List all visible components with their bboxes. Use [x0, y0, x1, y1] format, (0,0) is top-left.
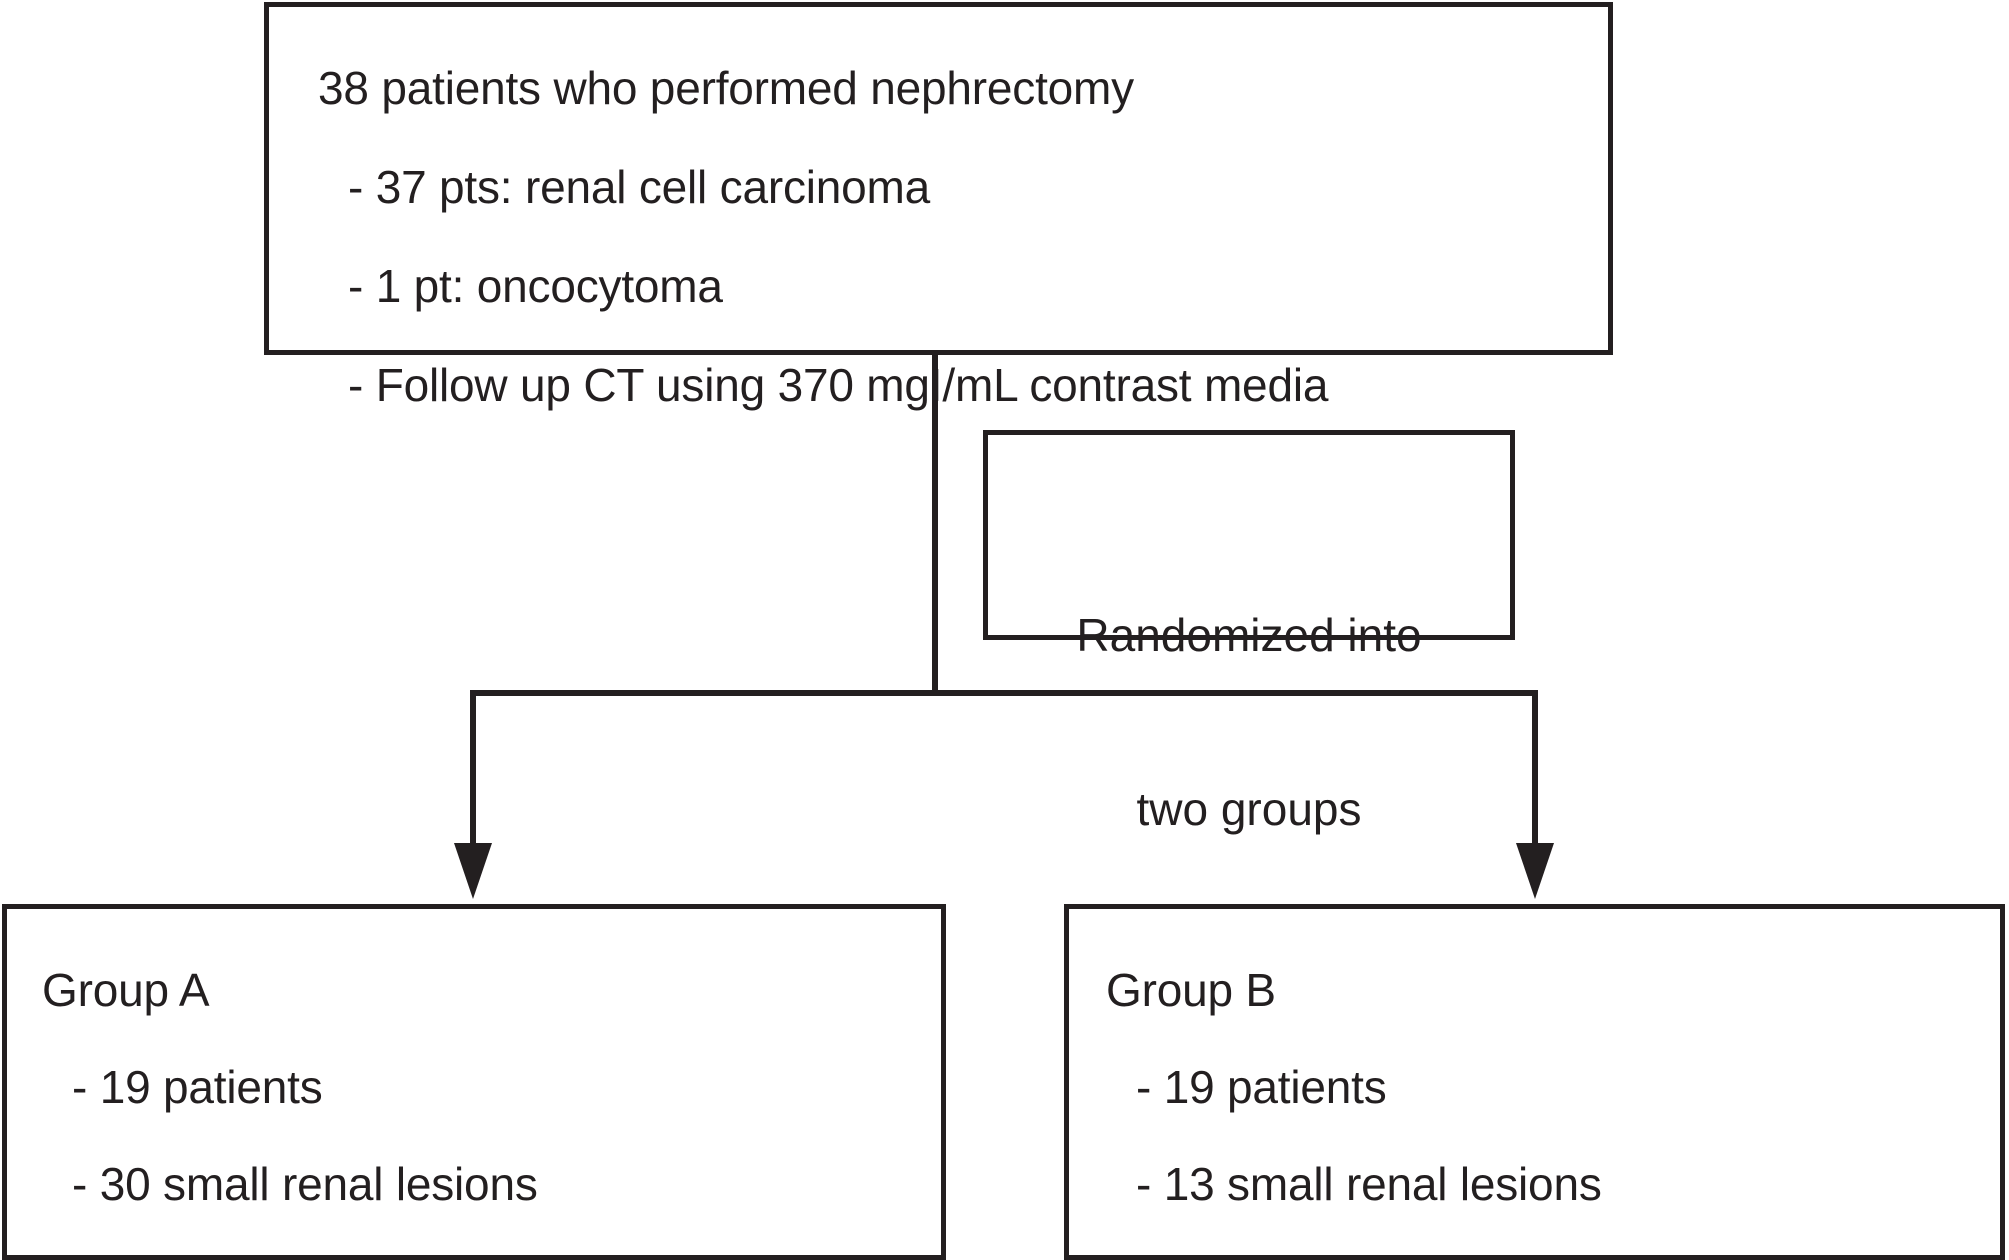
- enrollment-item-2: - Follow up CT using 370 mgI/mL contrast…: [348, 359, 1329, 411]
- connector-split-bar: [470, 690, 1538, 696]
- connector-right-branch: [1532, 690, 1538, 846]
- enrollment-item-1: - 1 pt: oncocytoma: [348, 260, 723, 312]
- group-a-item-2: - 300 mgI/mL contrast media: [42, 1255, 922, 1260]
- group-b-item-0: - 19 patients: [1136, 1061, 1387, 1113]
- connector-enrollment-stem: [932, 353, 938, 696]
- enrollment-box-text: 38 patients who performed nephrectomy - …: [318, 26, 1598, 447]
- arrow-down-icon-group-a: [454, 843, 492, 899]
- arrow-down-icon-group-b: [1516, 843, 1554, 899]
- connector-left-branch: [470, 690, 476, 846]
- group-b-item-2: - 250 mgI/mL contrast media: [1106, 1255, 1986, 1260]
- group-b-box-text: Group B - 19 patients - 13 small renal l…: [1106, 928, 1986, 1260]
- group-b-item-1: - 13 small renal lesions: [1136, 1158, 1602, 1210]
- randomization-box: [983, 430, 1515, 640]
- group-b-heading: Group B: [1106, 964, 1276, 1016]
- enrollment-item-0: - 37 pts: renal cell carcinoma: [348, 161, 931, 213]
- group-b-box: [1064, 904, 2005, 1260]
- enrollment-box: [264, 2, 1613, 355]
- group-a-item-0: - 19 patients: [72, 1061, 323, 1113]
- group-a-heading: Group A: [42, 964, 210, 1016]
- enrollment-heading: 38 patients who performed nephrectomy: [318, 62, 1134, 114]
- randomization-line-2: two groups: [1136, 783, 1362, 835]
- randomization-box-text: Randomized into two groups: [983, 490, 1515, 954]
- group-a-box-text: Group A - 19 patients - 30 small renal l…: [42, 928, 922, 1260]
- group-a-box: [2, 904, 946, 1260]
- randomization-line-1: Randomized into: [1076, 609, 1422, 661]
- group-a-item-1: - 30 small renal lesions: [72, 1158, 538, 1210]
